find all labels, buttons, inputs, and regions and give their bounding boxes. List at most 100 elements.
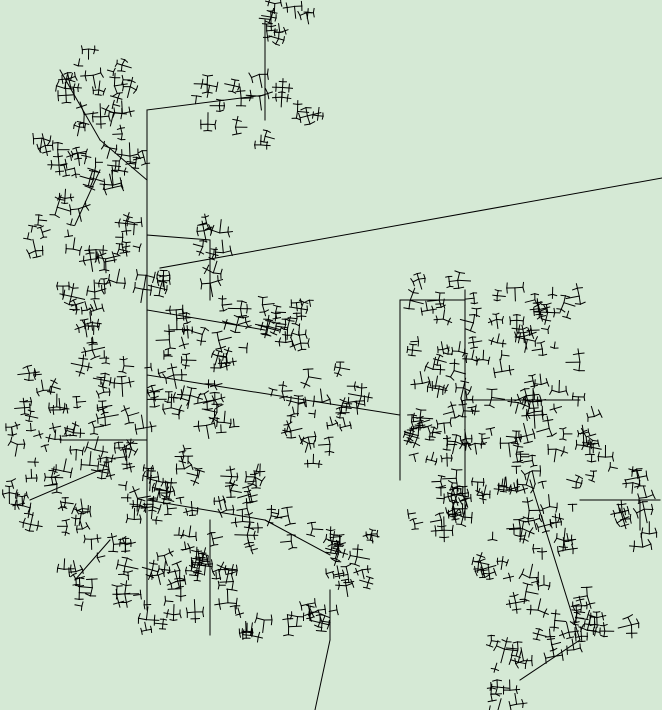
branch-segment [123,572,128,573]
branch-segment [290,523,295,524]
branch-segment [31,423,32,430]
branch-segment [554,308,555,312]
branch-segment [241,98,253,99]
branch-segment [287,507,292,508]
branch-segment [279,92,282,93]
branch-segment [551,639,555,640]
branch-segment [422,312,423,316]
branch-segment [182,395,190,396]
branch-segment [97,377,101,378]
branch-segment [491,341,492,344]
branch-segment [303,369,308,370]
branch-segment [199,558,200,562]
branch-segment [70,450,76,451]
branch-segment [555,514,556,523]
branch-segment [80,433,81,437]
branch-segment [121,65,122,71]
branch-segment [11,504,15,505]
branch-segment [34,374,42,375]
branch-segment [463,405,464,411]
branch-segment [271,509,275,510]
branch-segment [98,459,101,460]
branch-segment [523,703,527,704]
branch-segment [128,572,129,580]
branch-segment [325,605,326,609]
branch-segment [74,95,75,100]
branch-segment [138,499,142,500]
branch-segment [408,355,411,356]
branch-segment [152,426,156,427]
branch-segment [134,505,140,506]
branch-segment [570,637,573,638]
branch-segment [534,415,542,416]
branch-segment [121,128,125,129]
branch-segment [134,519,141,520]
branch-segment [486,429,490,430]
branch-segment [102,304,103,308]
branch-segment [215,125,216,129]
branch-segment [201,341,202,345]
branch-segment [482,440,483,444]
branch-segment [593,440,598,441]
branch-segment [494,489,499,490]
branch-segment [271,615,272,620]
branch-segment [579,353,584,354]
branch-segment [92,322,93,326]
branch-segment [510,604,511,608]
branch-segment [177,318,186,319]
branch-segment [309,413,315,414]
branch-segment [159,493,160,498]
branch-segment [75,72,76,76]
branch-segment [277,318,281,319]
branch-segment [110,283,111,286]
branch-segment [128,494,129,498]
branch-segment [538,552,543,553]
branch-segment [92,326,93,330]
branch-segment [119,223,120,227]
branch-segment [448,493,449,497]
branch-segment [493,295,497,296]
branch-segment [496,314,497,319]
branch-segment [130,163,135,164]
branch-segment [531,386,534,387]
branch-segment [443,390,447,391]
branch-segment [256,488,260,489]
branch-segment [65,88,74,89]
branch-segment [125,171,128,172]
branch-segment [472,512,473,517]
branch-segment [210,393,215,394]
branch-segment [217,99,221,100]
branch-segment [104,141,105,145]
branch-segment [65,236,69,237]
branch-segment [515,287,523,288]
branch-segment [572,610,576,611]
branch-segment [87,342,92,343]
branch-segment [313,529,323,530]
branch-segment [186,355,187,361]
branch-segment [413,418,414,422]
branch-segment [129,143,130,156]
branch-segment [533,639,536,640]
branch-segment [104,279,105,284]
branch-segment [126,252,127,256]
branch-segment [261,145,267,146]
branch-segment [491,668,495,669]
branch-segment [226,486,230,487]
branch-segment [573,393,574,397]
branch-segment [181,360,182,363]
branch-segment [561,295,565,296]
branch-segment [639,481,640,485]
branch-segment [449,282,450,287]
branch-segment [105,184,113,185]
branch-segment [122,376,126,377]
branch-segment [291,535,295,536]
branch-segment [104,179,105,184]
branch-segment [452,516,457,517]
branch-segment [444,537,449,538]
branch-segment [65,189,66,198]
branch-segment [469,342,474,343]
branch-segment [289,626,302,627]
branch-segment [517,609,521,610]
branch-segment [197,231,204,232]
branch-segment [100,104,101,117]
